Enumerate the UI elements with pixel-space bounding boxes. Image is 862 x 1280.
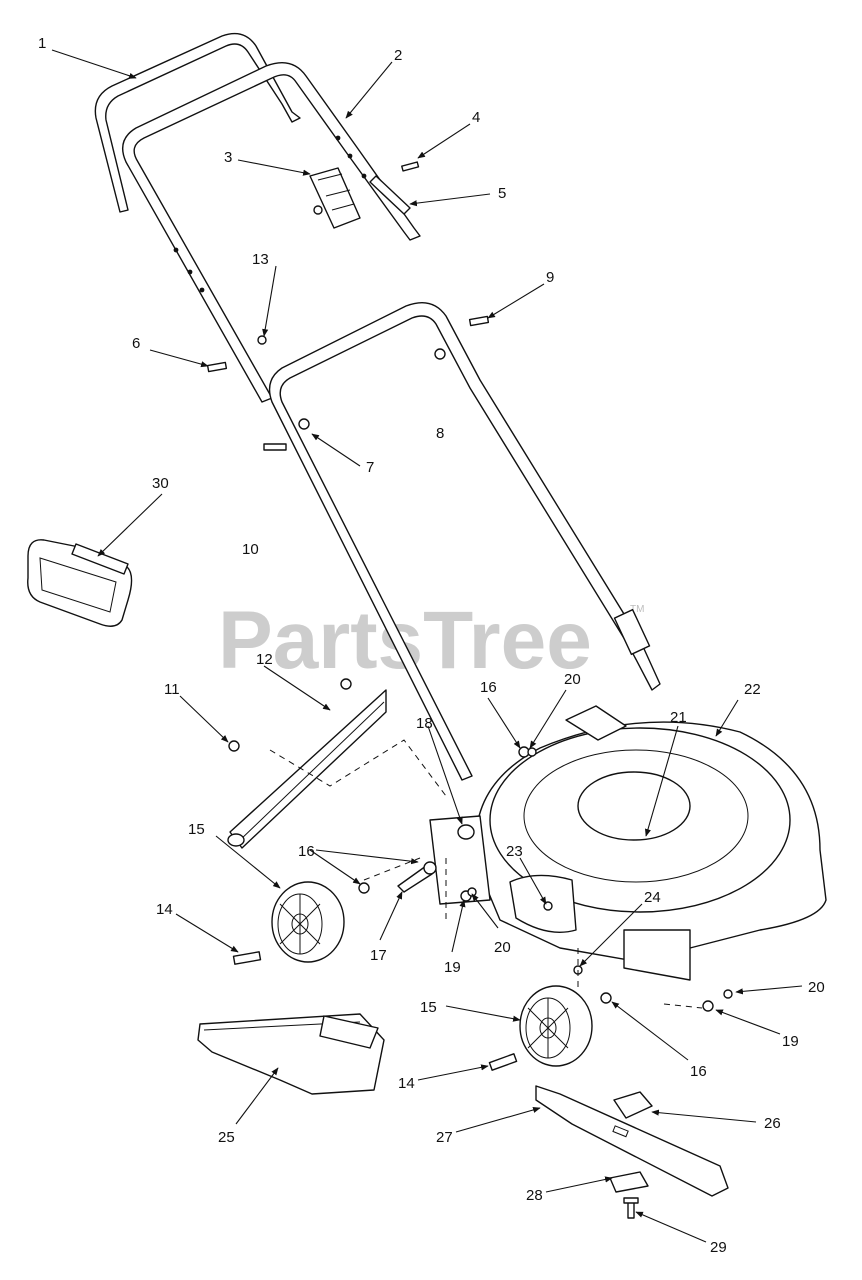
callout-20b: 20 (494, 939, 511, 956)
callout-3: 3 (224, 149, 232, 166)
control-bracket[interactable] (309, 167, 361, 229)
blade-bell-support[interactable] (609, 1171, 649, 1193)
callout-11: 11 (164, 681, 180, 698)
svg-text:TM: TM (630, 604, 644, 615)
callout-15a: 15 (188, 821, 205, 838)
blade-bolt[interactable] (623, 1197, 639, 1219)
callout-20a: 20 (564, 671, 581, 688)
blade-adapter[interactable] (613, 1091, 653, 1119)
callout-5: 5 (498, 185, 506, 202)
mower-deck[interactable] (429, 705, 827, 981)
callout-19b: 19 (782, 1033, 799, 1050)
lower-handle[interactable] (268, 302, 661, 781)
rear-wheel[interactable] (271, 881, 345, 963)
callout-9: 9 (546, 269, 554, 286)
callout-28: 28 (526, 1187, 543, 1204)
assembly-lines (269, 739, 703, 1009)
callout-25: 25 (218, 1129, 235, 1146)
callout-15b: 15 (420, 999, 437, 1016)
callout-8: 8 (436, 425, 444, 442)
leader-lines (51, 49, 803, 1243)
callout-22: 22 (744, 681, 761, 698)
callout-18: 18 (416, 715, 433, 732)
callout-6: 6 (132, 335, 140, 352)
callout-labels: 1 2 3 4 5 6 7 8 9 10 11 12 13 14 14 15 1… (38, 35, 825, 1256)
callout-12: 12 (256, 651, 273, 668)
mower-blade[interactable] (535, 1085, 729, 1197)
callout-27: 27 (436, 1129, 453, 1146)
middle-handle[interactable] (122, 62, 421, 403)
callout-23: 23 (506, 843, 523, 860)
front-wheel[interactable] (519, 985, 593, 1067)
callout-30: 30 (152, 475, 169, 492)
hardware[interactable] (206, 161, 733, 1071)
discharge-chute[interactable] (197, 1013, 385, 1095)
callout-16c: 16 (690, 1063, 707, 1080)
callout-29: 29 (710, 1239, 727, 1256)
callout-24: 24 (644, 889, 661, 906)
callout-17: 17 (370, 947, 387, 964)
callout-19a: 19 (444, 959, 461, 976)
callout-13: 13 (252, 251, 269, 268)
upper-handle[interactable] (94, 32, 301, 213)
callout-7: 7 (366, 459, 374, 476)
callout-21: 21 (670, 709, 687, 726)
callout-26: 26 (764, 1115, 781, 1132)
callout-20c: 20 (808, 979, 825, 996)
callout-14a: 14 (156, 901, 173, 918)
callout-16b: 16 (480, 679, 497, 696)
svg-text:PartsTree: PartsTree (218, 595, 592, 686)
callout-16a: 16 (298, 843, 315, 860)
hinge-rod-assembly[interactable] (227, 689, 387, 849)
callout-4: 4 (472, 109, 480, 126)
callout-10: 10 (242, 541, 259, 558)
callout-1: 1 (38, 35, 46, 52)
watermark: PartsTree TM (218, 595, 644, 686)
grass-bag-frame[interactable] (27, 539, 133, 627)
callout-14b: 14 (398, 1075, 415, 1092)
callout-2: 2 (394, 47, 402, 64)
